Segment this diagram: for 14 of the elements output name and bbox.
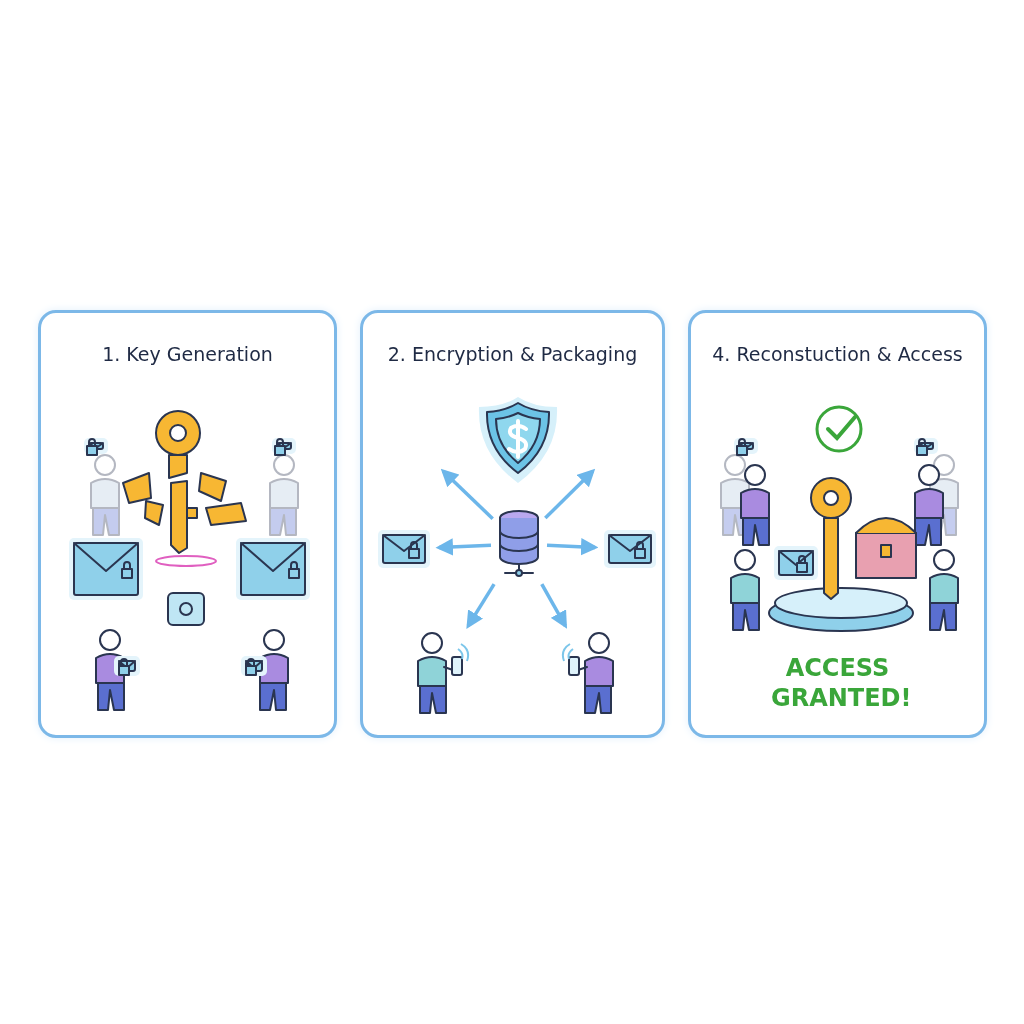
arrow xyxy=(540,583,567,629)
locked-envelope-icon xyxy=(375,527,433,571)
panel-title: 4. Reconstuction & Access xyxy=(711,343,964,365)
arrow xyxy=(440,468,494,520)
arrow xyxy=(466,583,496,629)
arrow xyxy=(546,538,599,556)
status-text: ACCESS GRANTED! xyxy=(770,653,913,713)
arrow xyxy=(435,538,492,556)
arrow xyxy=(544,468,596,520)
database-icon xyxy=(497,509,541,579)
panel-title: 2. Encryption & Packaging xyxy=(386,343,639,365)
locked-envelope-icon xyxy=(601,527,659,571)
panel-title: 1. Key Generation xyxy=(101,343,274,365)
panel-card xyxy=(360,310,665,738)
